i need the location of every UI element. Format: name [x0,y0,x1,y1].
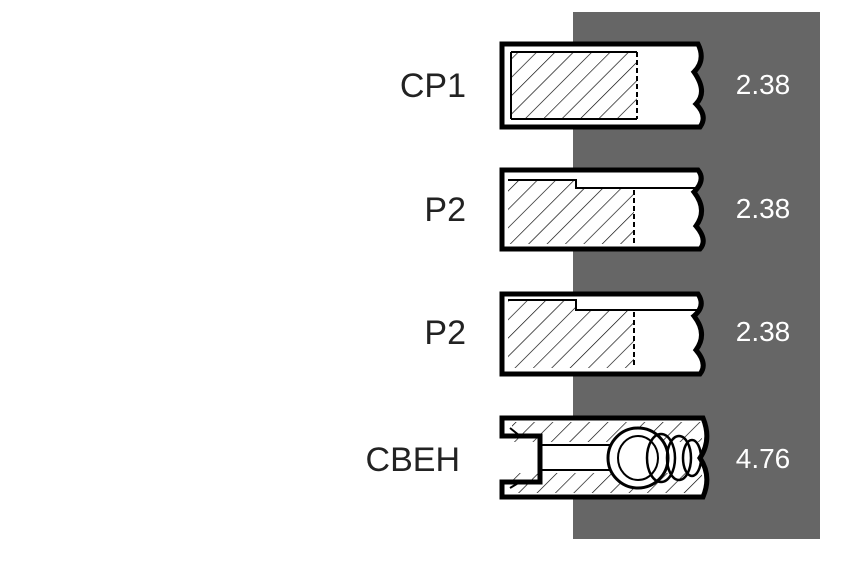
ring-thickness-4: 4.76 [736,443,791,474]
ring-profile-p2-upper [499,167,706,252]
ring-thickness-1: 2.38 [736,69,791,100]
ring-thickness-3: 2.38 [736,316,791,347]
ring-profile-cbeh [499,415,710,500]
ring-label-3: P2 [424,314,466,352]
ring-label-4: CBEH [366,441,460,479]
ring-thickness-2: 2.38 [736,193,791,224]
ring-profile-cp1 [499,41,706,130]
ring-label-1: CP1 [400,67,466,105]
ring-profile-p2-lower [499,291,706,377]
ring-label-2: P2 [424,191,466,229]
